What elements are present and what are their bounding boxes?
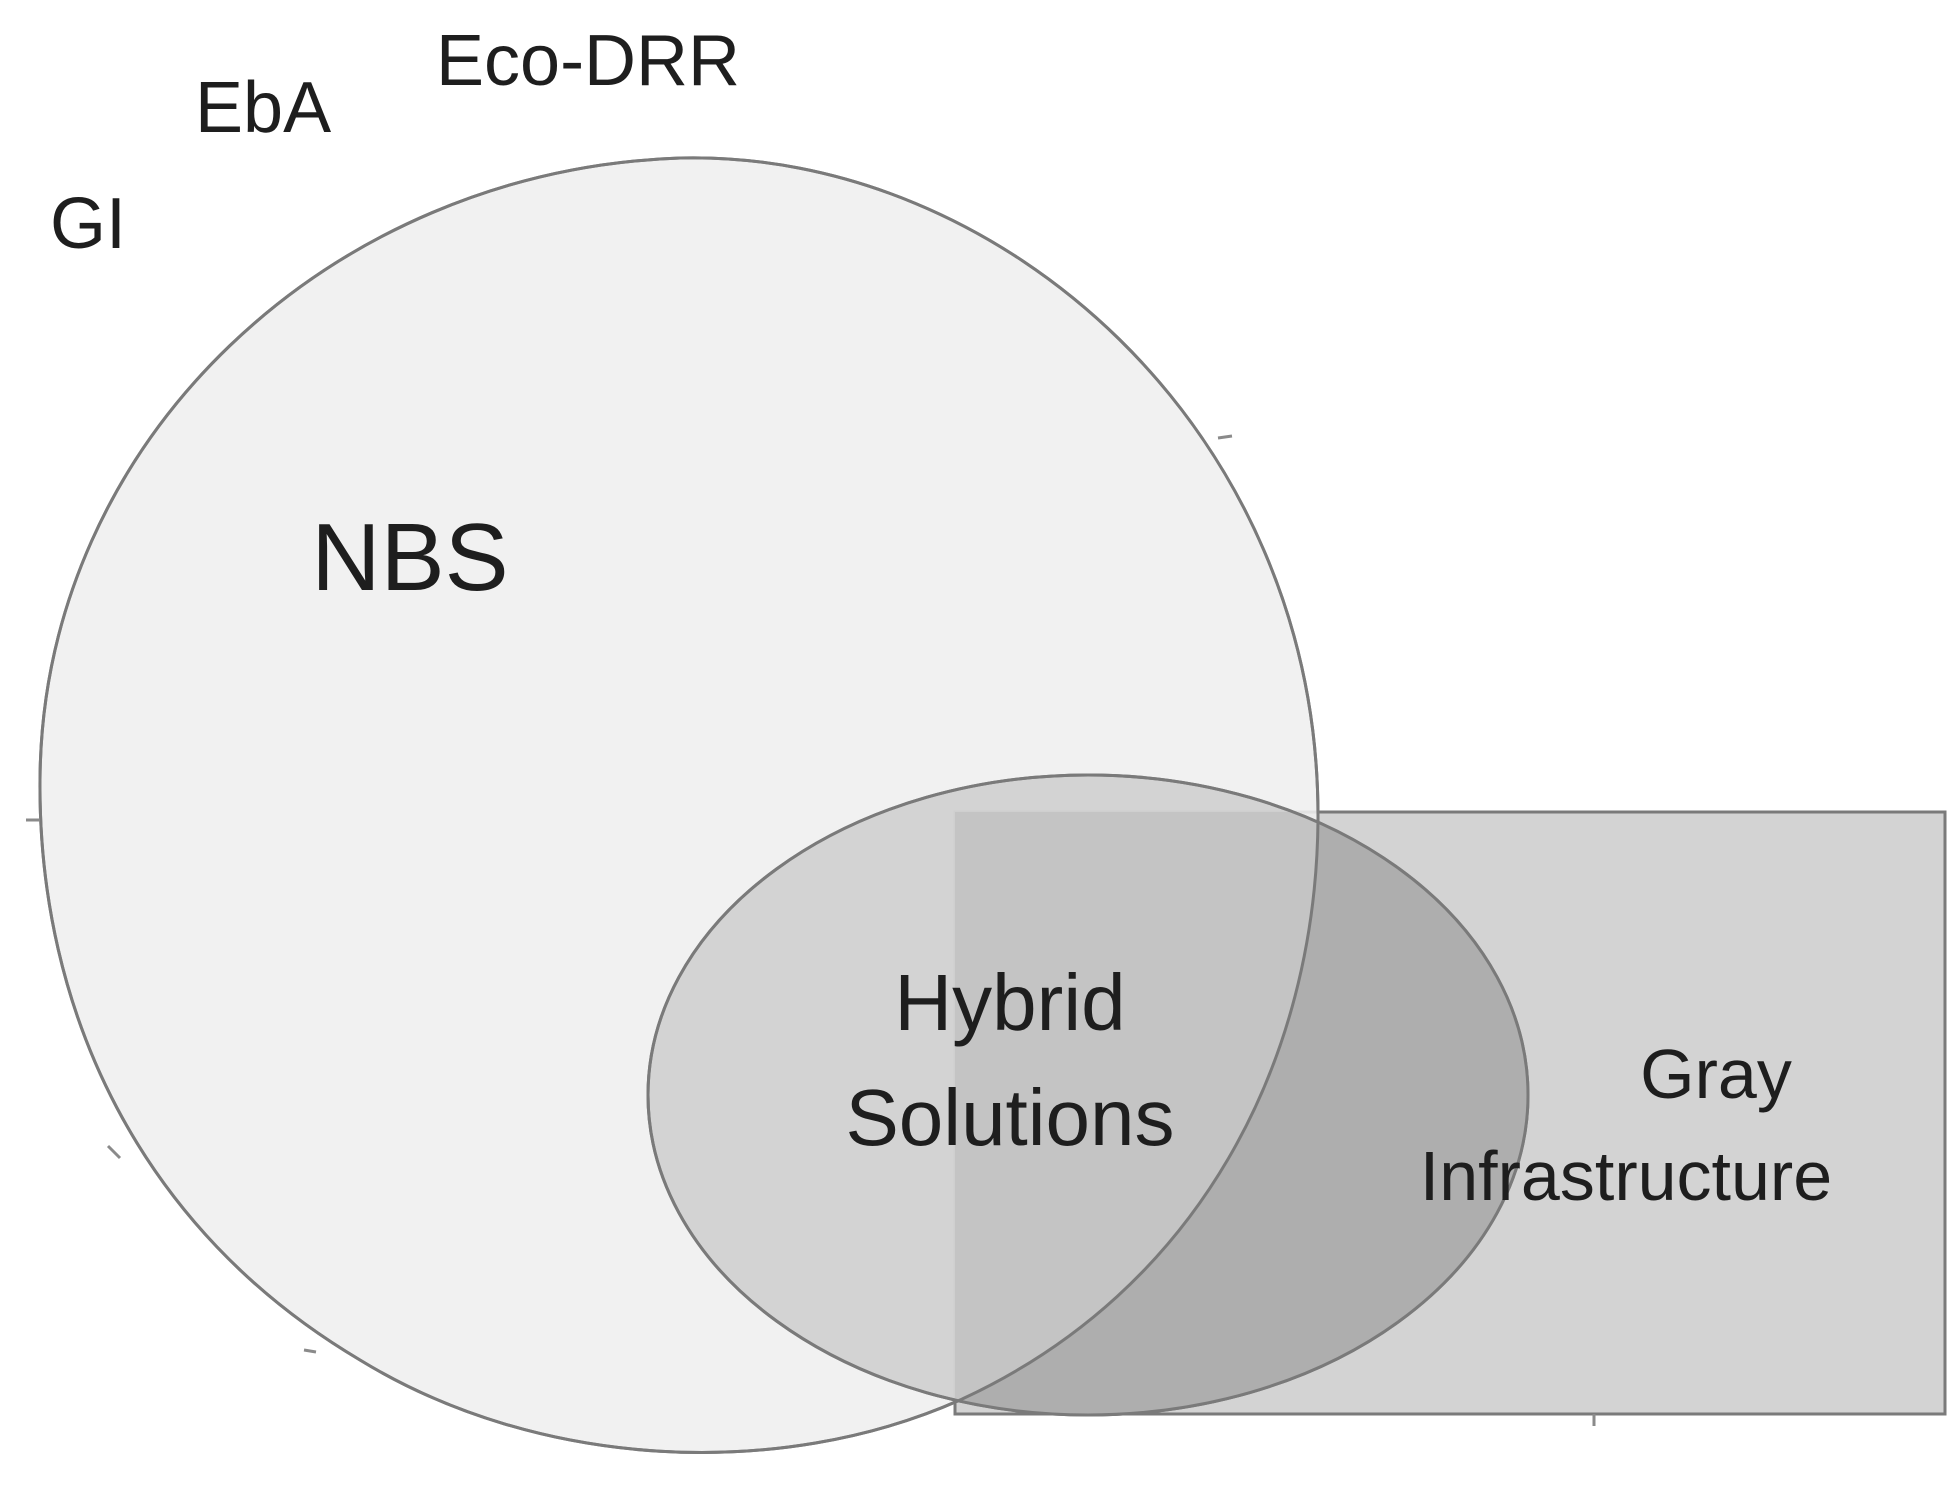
nbs-circle-outline	[38, 156, 1320, 1454]
label-eba: EbA	[195, 68, 331, 148]
label-gray-line1: Gray	[1640, 1035, 1792, 1113]
hybrid-ellipse-outline	[646, 773, 1530, 1417]
label-hybrid-line1: Hybrid	[894, 958, 1125, 1047]
triple-overlap	[955, 812, 1319, 1414]
label-gi: GI	[50, 184, 126, 264]
tick-mark	[106, 1144, 122, 1160]
label-gray-line2: Infrastructure	[1420, 1137, 1832, 1215]
label-nbs: NBS	[311, 504, 508, 611]
label-eco-drr: Eco-DRR	[436, 21, 740, 101]
tick-mark	[303, 1348, 317, 1354]
label-hybrid-line2: Solutions	[845, 1073, 1174, 1162]
tick-mark	[1217, 434, 1233, 440]
